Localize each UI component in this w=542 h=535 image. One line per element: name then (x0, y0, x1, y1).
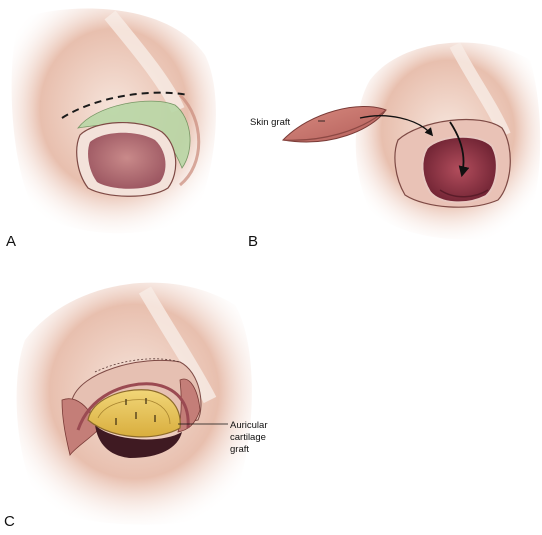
panel-c-lining-arc (76, 382, 190, 431)
panel-b-nasal-dorsum-highlight (449, 42, 511, 138)
panel-b: Skin graft B (248, 42, 541, 250)
panel-c: Auricular cartilage graft C (4, 282, 270, 530)
panel-c-right-skin-flap (177, 378, 201, 433)
panel-b-placement-arrow (359, 115, 434, 137)
panel-c-cartilage-graft (87, 389, 181, 438)
panel-c-cartilage-inner-outline (97, 399, 171, 425)
panel-a-letter: A (6, 233, 16, 250)
panel-b-skin-graft-edge (282, 109, 387, 141)
panel-c-wound-cavity (95, 425, 182, 458)
callout-line: Auricular (230, 420, 268, 431)
panel-c-nasal-dorsum-highlight (138, 286, 217, 404)
panel-b-callout-skin-graft: Skin graft (250, 117, 290, 128)
panel-b-inset-arrow (449, 121, 470, 178)
panel-a: A (6, 8, 216, 250)
callout-line: cartilage (230, 432, 266, 443)
panel-c-letter: C (4, 513, 15, 530)
panel-b-wound-bed (421, 135, 498, 204)
panel-a-wound-bed (88, 132, 166, 189)
panel-a-incision-dashed-line (61, 91, 189, 119)
panel-a-nasal-dorsum-highlight (104, 10, 185, 113)
panel-a-alar-crease (178, 93, 201, 187)
panel-c-flap-suture-line (94, 358, 181, 373)
panel-b-wound-fold (439, 189, 489, 198)
callout-line: graft (230, 444, 249, 455)
panel-c-sutures (115, 398, 156, 425)
panel-b-letter: B (248, 233, 258, 250)
panel-c-callout-auricular-cartilage-graft: Auricular cartilage graft (230, 420, 270, 455)
